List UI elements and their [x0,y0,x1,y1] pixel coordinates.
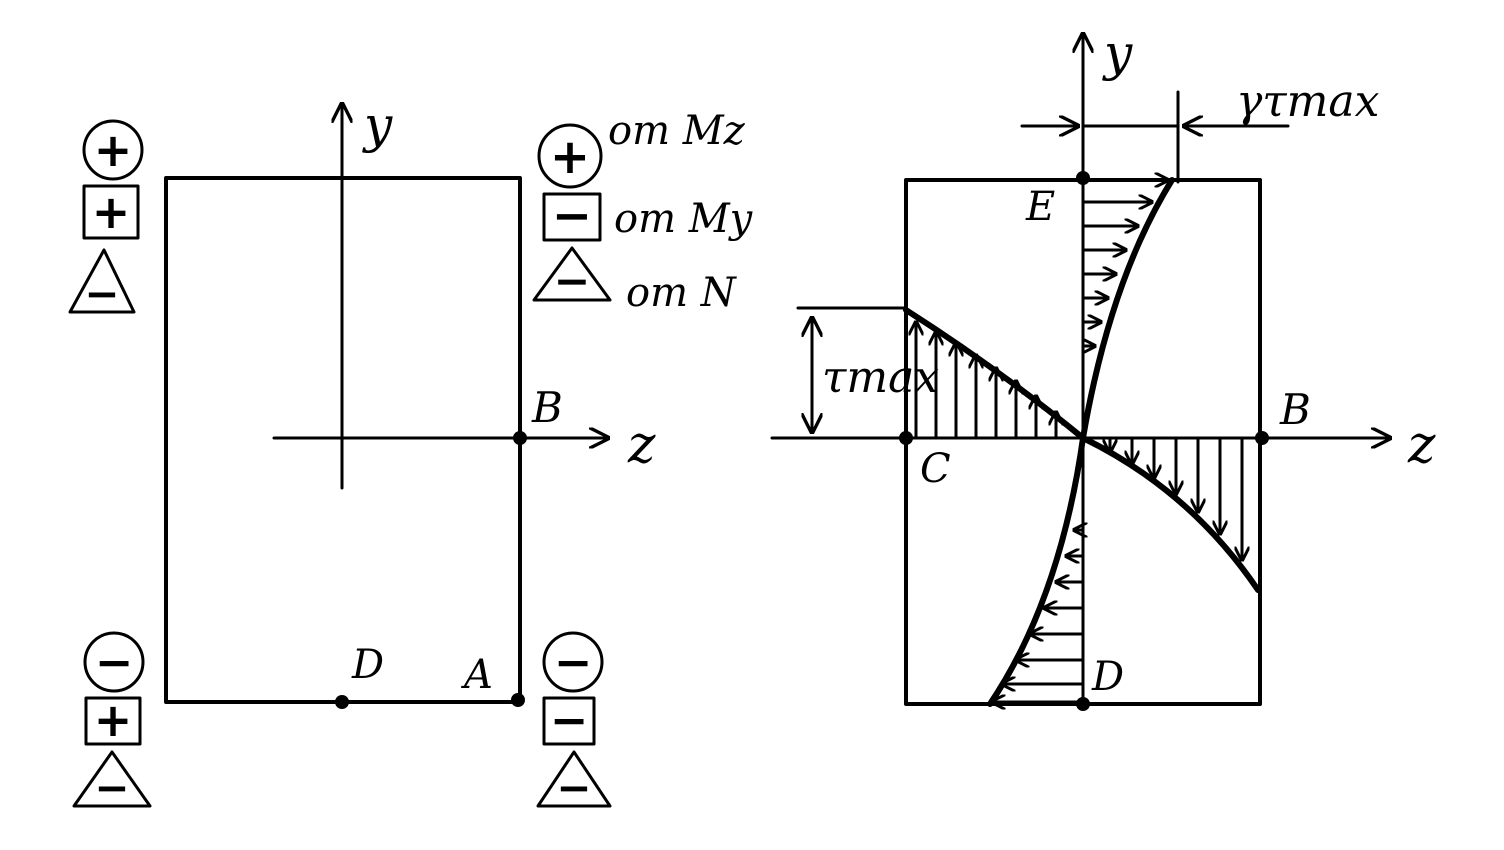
legend-mz-label: от Mz [608,108,746,154]
left-section: y z B A D от Mz от My от N + + − + − − [68,96,754,812]
n-sign: − [556,763,591,812]
square-sign-icon [542,696,596,746]
right-point-c-dot [899,431,913,445]
sign-group-bottom-right: − − − [536,631,612,812]
left-point-a-dot [511,693,525,707]
right-axis-y-label: y [1102,24,1133,82]
left-axis-y-label: y [362,96,393,154]
right-point-d-dot [1076,697,1090,711]
mz-sign: + [550,129,590,185]
circle-sign-icon [82,119,144,181]
n-sign: − [84,269,119,318]
triangle-sign-icon [68,248,136,314]
right-point-b-dot [1255,431,1269,445]
left-point-d-dot [335,695,349,709]
right-point-b-label: B [1279,385,1311,434]
square-sign-icon [82,184,140,240]
hatch-arrows-bz [1110,436,1242,562]
n-sign: − [554,256,591,307]
legend-n-label: от N [626,270,738,316]
square-sign-icon [84,696,142,746]
legend-my-label: от My [614,196,754,242]
left-point-b-dot [513,431,527,445]
sign-group-top-right: + − − [532,123,612,307]
hatch-arrows-cz [916,320,1056,440]
sign-group-bottom-left: − + − [72,631,152,812]
mz-sign: − [95,635,134,689]
stress-curve-dy [987,435,1086,707]
hatch-arrows-ey [1081,180,1170,346]
stress-curve-bz [1080,435,1261,593]
triangle-sign-icon [536,750,612,808]
triangle-sign-icon [532,246,612,302]
right-axis-z-label: z [1407,415,1436,475]
mz-sign: − [554,635,593,689]
circle-sign-icon [537,123,603,189]
my-sign: + [94,693,133,747]
left-axis-z-label: z [627,415,656,475]
circle-sign-icon [83,631,145,693]
my-sign: − [550,693,589,747]
sign-group-top-left: + + − [68,119,144,318]
my-sign: − [552,188,592,244]
my-sign: + [92,185,131,239]
stress-curve-ey [1080,177,1175,441]
tau-max-label: τmax [822,352,939,403]
left-point-a-label: A [460,652,493,698]
circle-sign-icon [542,631,604,693]
right-section: y z E B C D τmax γτmax [770,24,1436,711]
left-point-b-label: B [531,383,563,432]
right-point-d-label: D [1091,654,1124,700]
right-point-c-label: C [920,446,951,492]
n-sign: − [94,763,129,812]
gamma-tau-max-label: γτmax [1236,76,1380,127]
mz-sign: + [94,123,133,177]
square-sign-icon [542,192,602,242]
left-point-d-label: D [351,642,384,688]
hatch-arrows-dy [990,530,1083,702]
right-point-e-label: E [1025,184,1055,230]
right-point-e-dot [1076,171,1090,185]
triangle-sign-icon [72,750,152,808]
